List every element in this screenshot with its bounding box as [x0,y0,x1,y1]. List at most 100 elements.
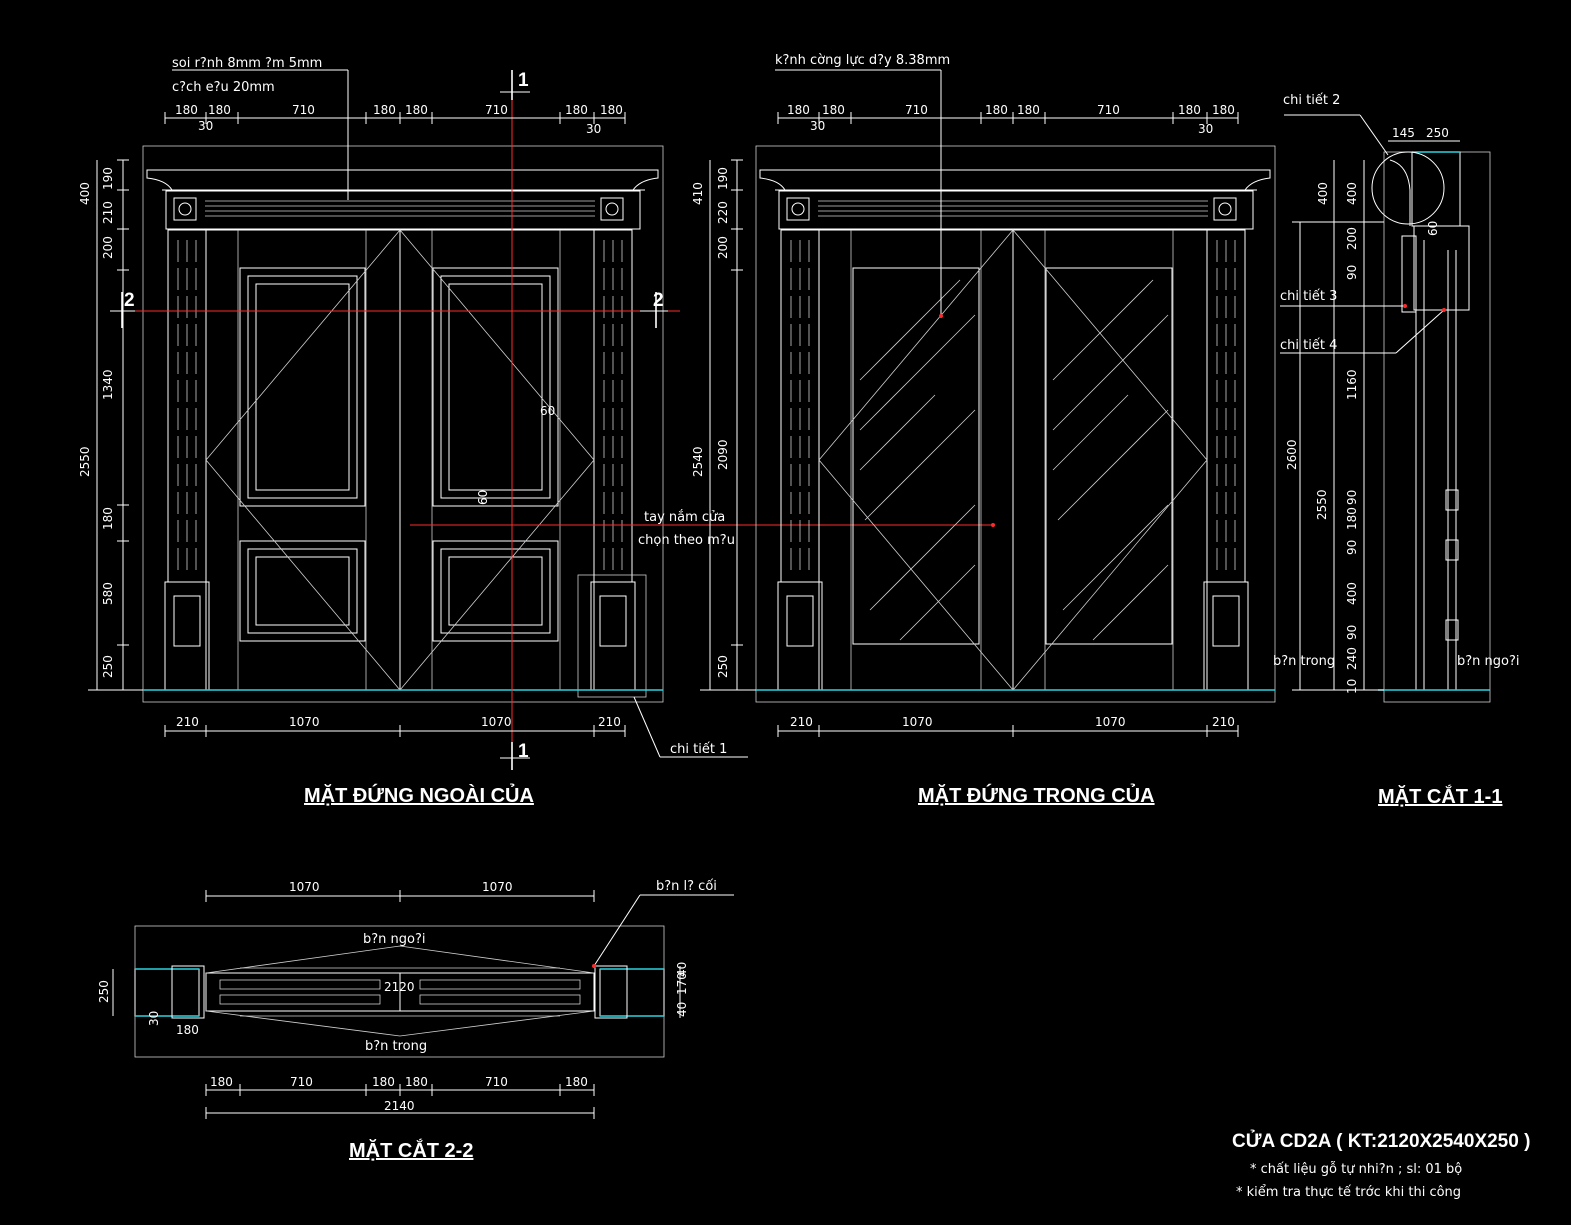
dim-s11-left-7: 90 [1345,490,1359,505]
ext-panel-lower-right [432,540,559,642]
note-handle-1: tay nắm cửa [644,510,725,525]
s22-note-side-in: b?n trong [365,1039,427,1054]
dim-s11-left-11: 90 [1345,625,1359,640]
dim-s11-left-1: 400 [1345,182,1359,205]
dim-int-left-1: 190 [716,167,730,190]
note-side-out: b?n ngo?i [1457,654,1519,669]
title-front-interior: MẶT ĐỨNG TRONG CỦA [918,783,1155,807]
ext-cornice [146,169,659,191]
ext-plinth-left [164,581,210,691]
dim-ext-left-6: 180 [101,507,115,530]
dim-s11-left-2: 200 [1345,227,1359,250]
int-glass-right [1045,267,1173,645]
front-exterior-view: 1 1 2 2 soi r?nh 8mm ?m 5mm c?ch e?u 20m… [88,56,995,807]
ext-rosette-right [600,197,624,221]
dim-ext-bottom-2: 1070 [481,715,512,729]
s22-swing-outer [205,945,595,974]
dim-int-top-1: 180 [822,103,845,117]
ext-frieze-grooves [205,200,595,217]
ext-frieze [165,190,641,230]
note-detail-3: chi tiết 3 [1280,289,1337,304]
dim-ext-top-0: 180 [175,103,198,117]
dim-s22-bottom-1: 710 [290,1075,313,1089]
dim-s11-left-13: 10 [1345,679,1359,694]
dim-ext-top-5: 710 [485,103,508,117]
int-frame-outline [755,145,1276,703]
door-name: CỬA CD2A ( KT:2120X2540X250 ) [1232,1130,1530,1152]
note-handle-2: chọn theo m?u [638,533,735,548]
dim-s22-bottom-0: 180 [210,1075,233,1089]
dim-s11-left-10: 400 [1345,582,1359,605]
s11-cornice-section [1411,151,1461,227]
dim-int-top-5: 710 [1097,103,1120,117]
section-marker-1-top: 1 [518,70,529,91]
dim-s11-left-9: 90 [1345,540,1359,555]
dim-s22-30: 30 [147,1011,161,1026]
note-groove-2: c?ch e?u 20mm [172,80,275,95]
dim-ext-left-5: 2550 [78,446,92,477]
ext-panel-upper-left [239,267,366,507]
dim-int-top-4: 180 [1017,103,1040,117]
dim-ext-top-4: 180 [405,103,428,117]
front-interior-view: k?nh c­ờng lực d?y 8.38mm MẶT ĐỨNG TRONG… [700,53,1276,807]
dim-60-b: 60 [476,490,490,505]
ext-swing-lines [205,229,595,691]
dim-int-left-2: 220 [716,201,730,224]
dim-int-bottom-2: 1070 [1095,715,1126,729]
dim-s22-180: 180 [176,1023,199,1037]
dim-int-top-7: 180 [1212,103,1235,117]
dim-s11-left-3: 90 [1345,265,1359,280]
dim-s22-mid: 2120 [384,980,415,994]
dim-ext-left-8: 250 [101,655,115,678]
dim-s11-left-8: 180 [1345,507,1359,530]
dim-ext-left-4: 1340 [101,369,115,400]
dim-int-top-0: 180 [787,103,810,117]
dim-s11-top-1: 250 [1426,126,1449,140]
dim-s22-bottom-2: 180 [372,1075,395,1089]
detail-1-box [577,574,647,698]
dim-s22-right-0: 40 [675,962,689,977]
dim-s22-total: 2140 [384,1099,415,1113]
dim-ext-bottom-1: 1070 [289,715,320,729]
dim-ext-top-6: 180 [565,103,588,117]
note-verify: * kiểm tra thực tế tr­ớc khi thi công [1236,1185,1461,1200]
dim-s11-left-0: 400 [1316,182,1330,205]
dim-int-bottom-1: 1070 [902,715,933,729]
section-1-1-view: chi tiết 2 chi tiết 3 chi tiết 4 b?n tro… [1273,93,1519,808]
ext-panel-lower-left [239,540,366,642]
dim-int-top-2: 710 [905,103,928,117]
dim-s22-top-1: 1070 [482,880,513,894]
ext-panel-upper-right [432,267,559,507]
glass-hatching [859,279,1169,641]
dim-int-left-0: 410 [691,182,705,205]
s22-wall-left [134,968,200,1017]
note-detail-2: chi tiết 2 [1283,93,1340,108]
dim-ext-left-7: 580 [101,582,115,605]
dim-ext-top-7: 180 [600,103,623,117]
dim-ext-left-0: 400 [78,182,92,205]
ext-frame-outline [142,145,664,703]
int-glass-left [852,267,980,645]
dim-ext-30-right: 30 [586,122,601,136]
dim-s11-left-5: 2600 [1285,439,1299,470]
dim-s22-bottom-3: 180 [405,1075,428,1089]
title-front-exterior: MẶT ĐỨNG NGOÀI CỦA [304,783,534,807]
dim-int-left-4: 2540 [691,446,705,477]
dim-ext-left-3: 200 [101,236,115,259]
s22-note-side-out: b?n ngo?i [363,932,425,947]
dim-ext-30-left: 30 [198,119,213,133]
detail-2-circle [1371,151,1445,225]
dim-ext-top-3: 180 [373,103,396,117]
title-section-2-2: MẶT CẮT 2-2 [349,1138,473,1162]
int-cornice [759,169,1271,191]
dim-int-top-6: 180 [1178,103,1201,117]
dim-int-30-right: 30 [1198,122,1213,136]
note-detail-1: chi tiết 1 [670,742,727,757]
dim-s11-top-0: 145 [1392,126,1415,140]
section-marker-1-bottom: 1 [518,741,529,762]
section-2-2-view: b?n ngo?i b?n trong b?n l? cối MẶT CẮT 2… [112,879,734,1162]
dim-60-a: 60 [540,404,555,418]
dim-s22-top-0: 1070 [289,880,320,894]
dim-s22-right-1: 170 [675,972,689,995]
